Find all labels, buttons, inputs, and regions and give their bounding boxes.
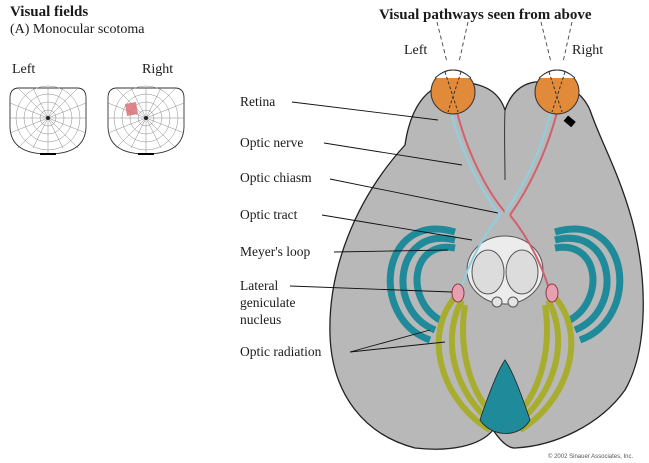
left-visual-field <box>10 86 86 154</box>
left-eye <box>431 70 475 114</box>
lgn-left <box>452 284 464 302</box>
sight-lines <box>437 22 572 62</box>
lgn-right <box>546 284 558 302</box>
right-visual-field <box>108 86 184 154</box>
right-eye <box>535 70 579 114</box>
scotoma-patch <box>125 102 138 116</box>
